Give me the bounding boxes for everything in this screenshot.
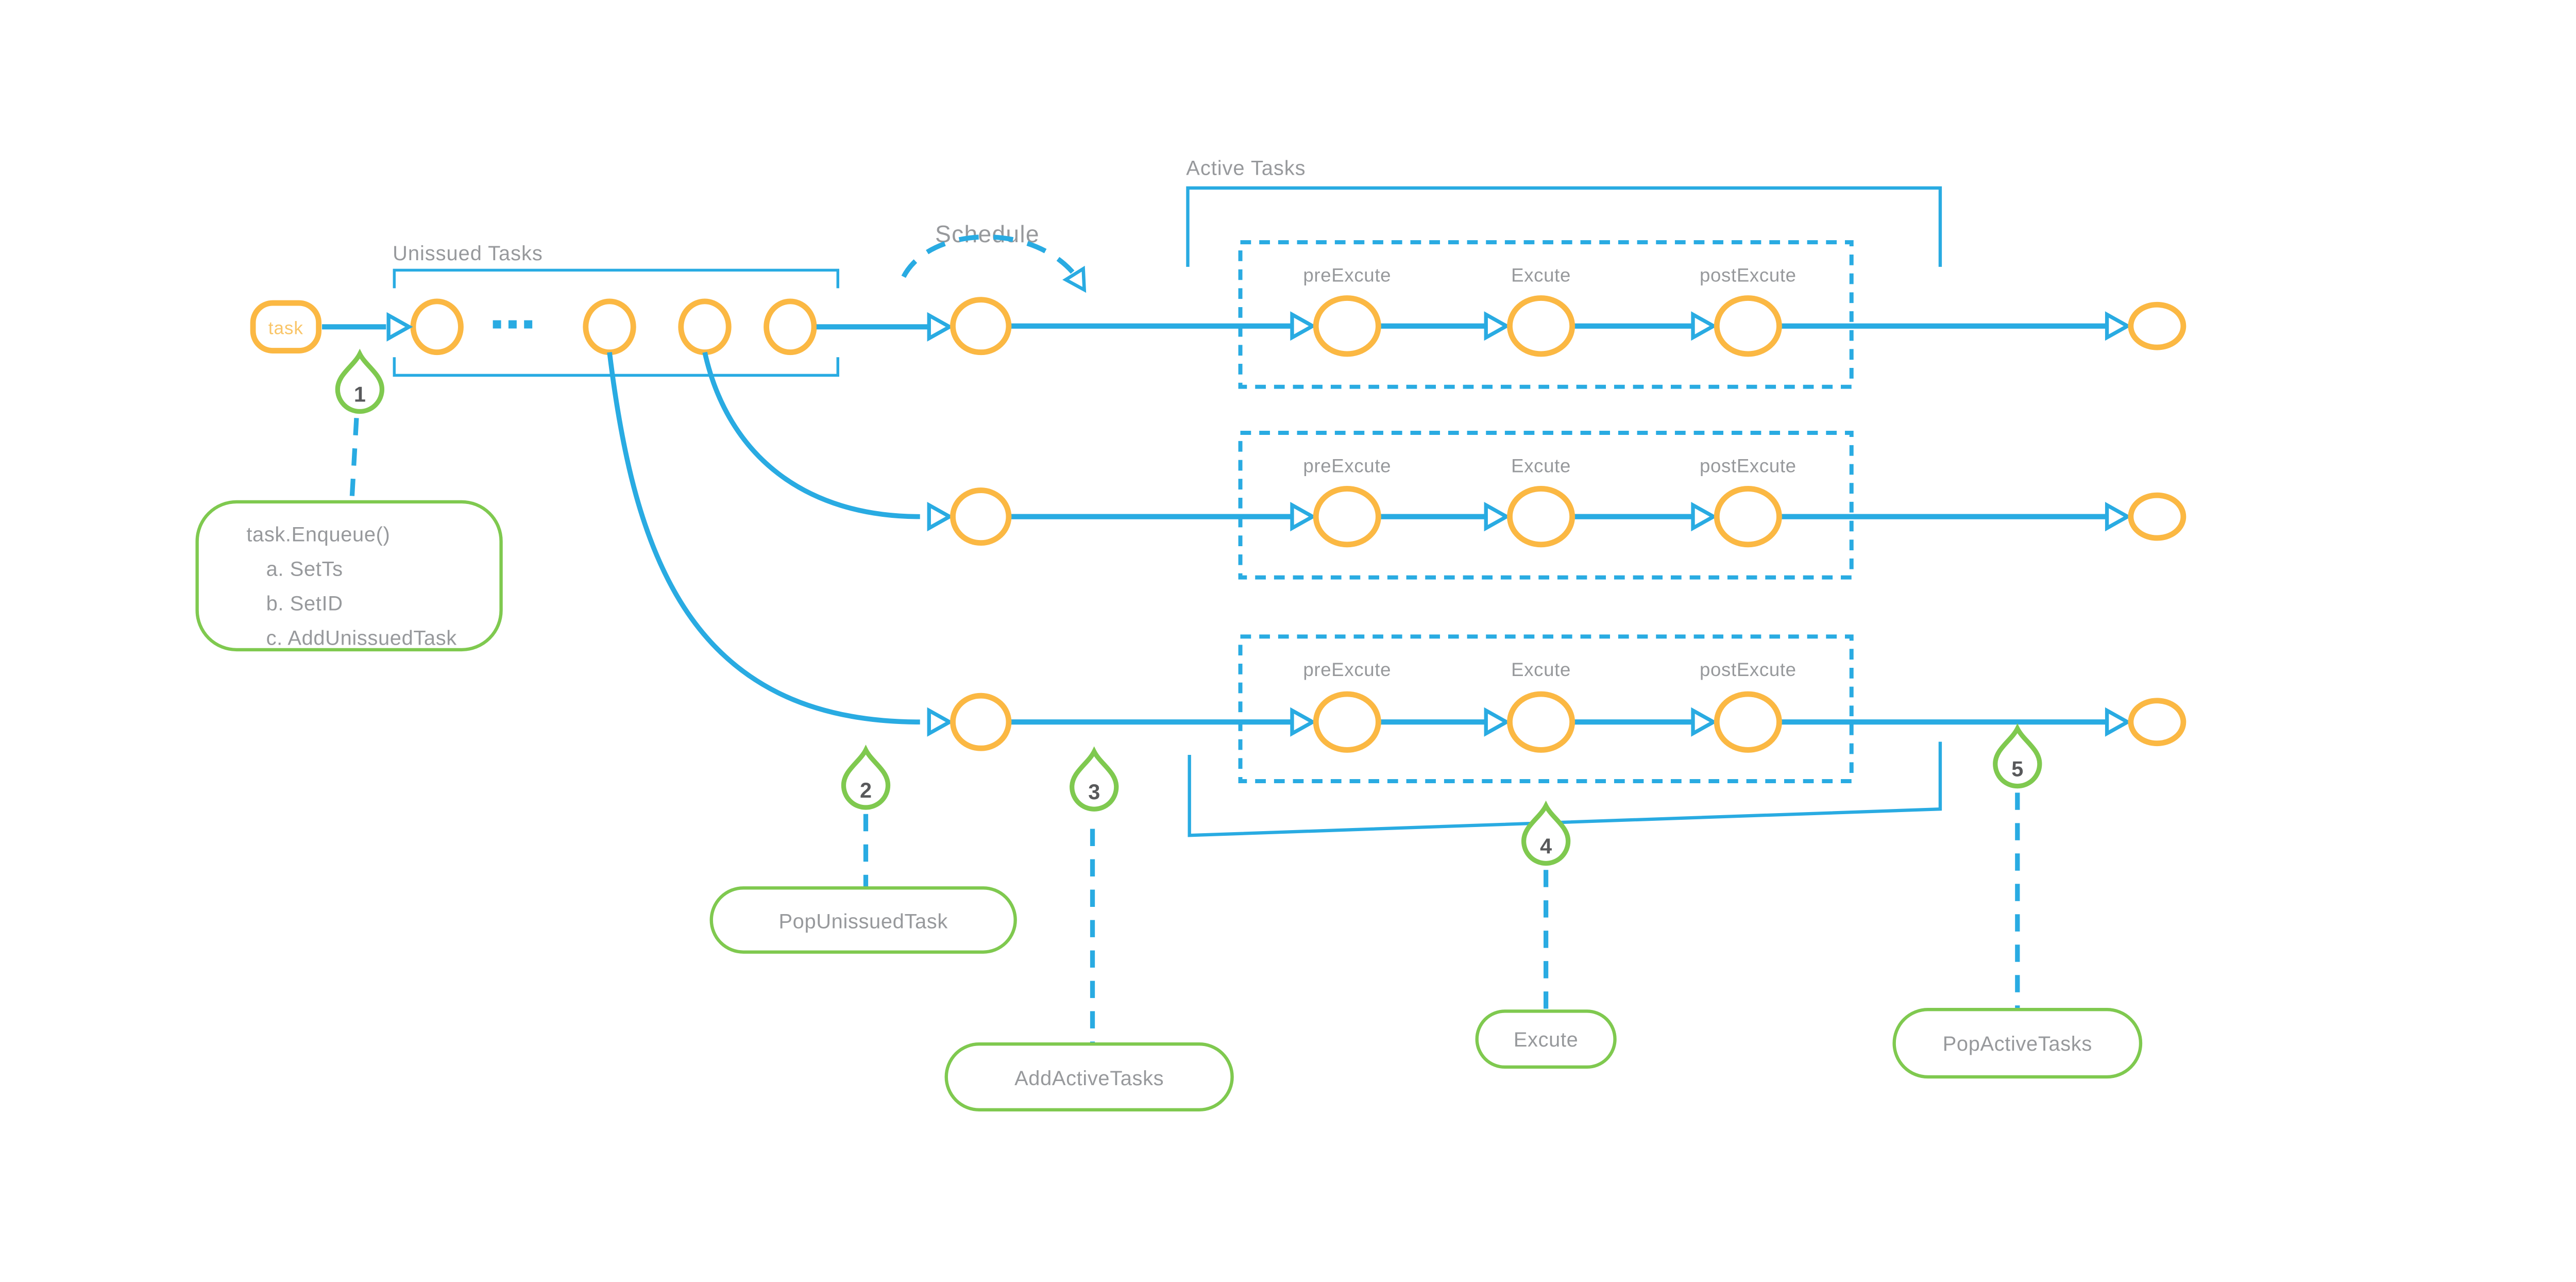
- callout-box: [195, 500, 503, 652]
- callout-line: b. SetID: [266, 592, 343, 615]
- arrowhead-icon: [2105, 707, 2131, 737]
- step-marker-drop-icon: [335, 348, 385, 414]
- pre-excute-label: preExcute: [1303, 265, 1391, 286]
- callout-box: [1892, 1008, 2143, 1079]
- arrowhead-icon: [1484, 707, 1511, 737]
- arrowhead-icon: [2105, 311, 2131, 341]
- arrowhead-icon: [927, 312, 954, 342]
- post-excute-label: postExcute: [1700, 456, 1797, 477]
- task-node-label: task: [268, 318, 303, 339]
- callout-label: AddActiveTasks: [1014, 1067, 1164, 1090]
- step-marker-drop-icon: [1070, 746, 1119, 812]
- row-head-node: [950, 297, 1012, 356]
- ellipsis-dot: [508, 320, 517, 329]
- worker-row-1: preExcute Excute postExcute: [950, 240, 2187, 389]
- callout-line: task.Enqueue(): [246, 523, 390, 546]
- pre-excute-label: preExcute: [1303, 456, 1391, 477]
- pre-excute-label: preExcute: [1303, 659, 1391, 680]
- callout-box: [1475, 1009, 1617, 1069]
- arrowhead-icon: [1062, 265, 1087, 293]
- unissued-tasks-section: Unissued Tasks: [393, 242, 839, 377]
- queue-task-node: [764, 298, 817, 356]
- unissued-bracket-bottom: [393, 357, 839, 377]
- step-number: 2: [860, 778, 872, 802]
- callout-label: PopUnissuedTask: [778, 910, 948, 933]
- pipeline-dotted-box: [1238, 634, 1854, 783]
- pre-excute-node: [1313, 691, 1381, 753]
- post-excute-node: [1714, 295, 1782, 357]
- arrowhead-icon: [1290, 502, 1317, 532]
- dispatch-curve-row3: [607, 352, 920, 724]
- step-number: 4: [1540, 834, 1552, 858]
- arrowhead-icon: [1691, 311, 1718, 341]
- excute-node: [1507, 691, 1575, 753]
- arrowhead-icon: [927, 707, 954, 737]
- arrowhead-icon: [386, 312, 413, 342]
- post-excute-label: postExcute: [1700, 265, 1797, 286]
- excute-label: Excute: [1511, 265, 1571, 286]
- queue-task-node: [410, 298, 464, 356]
- callout-5: 5 PopActiveTasks: [1892, 723, 2143, 1079]
- post-excute-label: postExcute: [1700, 659, 1797, 680]
- row-head-node: [950, 693, 1012, 751]
- callout-3: 3 AddActiveTasks: [944, 746, 1234, 1111]
- step-number: 5: [2011, 756, 2023, 781]
- callout-box: [944, 1042, 1234, 1111]
- post-excute-node: [1714, 485, 1782, 548]
- callout-dashed-line: [349, 418, 359, 505]
- row-end-node: [2128, 492, 2187, 541]
- callout-line: a. SetTs: [266, 558, 343, 580]
- step-marker-drop-icon: [1521, 800, 1571, 866]
- ellipsis-dot: [524, 320, 533, 329]
- arrowhead-icon: [1484, 502, 1511, 532]
- post-excute-node: [1714, 691, 1782, 753]
- schedule-annotation: Schedule: [901, 221, 1087, 293]
- row-head-node: [950, 487, 1012, 546]
- excute-label: Excute: [1511, 659, 1571, 680]
- queue-task-node: [678, 298, 732, 356]
- dispatch-lines: [607, 312, 954, 737]
- row-end-node: [2128, 698, 2187, 747]
- pre-excute-node: [1313, 485, 1381, 548]
- queue-task-node: [583, 298, 636, 356]
- worker-row-3: preExcute Excute postExcute: [950, 634, 2187, 783]
- excute-node: [1507, 295, 1575, 357]
- step-number: 1: [354, 382, 366, 406]
- ellipsis-dot: [493, 320, 501, 329]
- task-node: [250, 300, 322, 353]
- callout-2: 2 PopUnissuedTask: [709, 745, 1017, 954]
- excute-node: [1507, 485, 1575, 548]
- callout-label: Excute: [1514, 1028, 1579, 1051]
- arrowhead-icon: [1290, 707, 1317, 737]
- arrowhead-icon: [1290, 311, 1317, 341]
- callout-box: [709, 886, 1017, 954]
- task-source: task: [250, 300, 413, 353]
- active-tasks-section: Active Tasks: [1186, 157, 1942, 837]
- worker-row-2: preExcute Excute postExcute: [950, 430, 2187, 580]
- arrowhead-icon: [1691, 707, 1718, 737]
- pipeline-dotted-box: [1238, 240, 1854, 389]
- arrowhead-icon: [1691, 502, 1718, 532]
- active-bracket-bottom: [1188, 741, 1942, 837]
- step-marker-drop-icon: [841, 745, 891, 810]
- active-tasks-label: Active Tasks: [1186, 157, 1306, 179]
- unissued-tasks-label: Unissued Tasks: [393, 242, 543, 265]
- unissued-bracket-top: [393, 268, 839, 289]
- pre-excute-node: [1313, 295, 1381, 357]
- callout-1: 1 task.Enqueue() a. SetTs b. SetID c. Ad…: [195, 348, 503, 652]
- step-marker-drop-icon: [1993, 723, 2042, 789]
- step-number: 3: [1088, 780, 1100, 804]
- pipeline-dotted-box: [1238, 430, 1854, 580]
- row-end-node: [2128, 301, 2187, 350]
- dispatch-curve-row2: [702, 351, 920, 519]
- callout-line: c. AddUnissuedTask: [266, 627, 457, 649]
- callout-label: PopActiveTasks: [1943, 1033, 2092, 1055]
- arrowhead-icon: [2105, 502, 2131, 532]
- active-bracket-top: [1186, 186, 1942, 267]
- excute-label: Excute: [1511, 456, 1571, 477]
- schedule-label: Schedule: [935, 221, 1040, 247]
- arrowhead-icon: [1484, 311, 1511, 341]
- callout-4: 4 Excute: [1475, 800, 1617, 1069]
- arrowhead-icon: [927, 502, 954, 532]
